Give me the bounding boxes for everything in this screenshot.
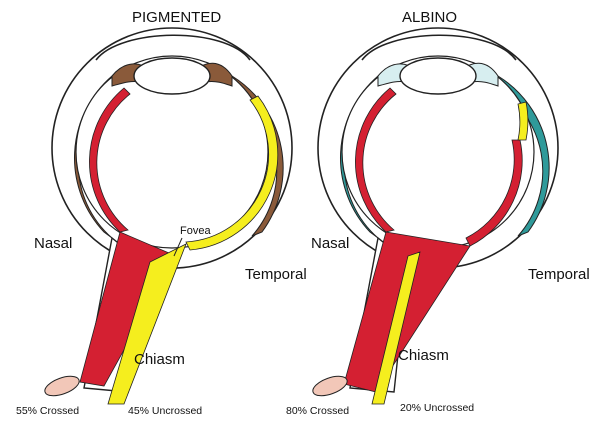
fovea-label: Fovea (180, 225, 211, 237)
pigmented-eye (44, 27, 293, 405)
temporal-retina-uncrossed-albino (517, 101, 529, 141)
albino-uncrossed-label: 20% Uncrossed (400, 402, 475, 414)
optic-nerve-uncrossed (107, 243, 187, 405)
albino-temporal-label: Temporal (528, 266, 590, 283)
albino-chiasm-label: Chiasm (398, 347, 449, 364)
fovea-pointer (173, 237, 183, 257)
pigmented-crossed-label: 55% Crossed (16, 405, 80, 417)
pigmented-chiasm-label: Chiasm (134, 351, 185, 368)
pigmented-nasal-label: Nasal (34, 235, 73, 252)
nasal-retina-crossed (89, 87, 131, 233)
albino-crossed-label: 80% Crossed (286, 405, 350, 417)
optic-nerve-uncrossed-albino (371, 251, 421, 405)
optic-nerve-crossed-albino (343, 231, 471, 393)
albino-nasal-label: Nasal (311, 235, 350, 252)
albino-title: ALBINO (402, 9, 458, 26)
lens-albino (399, 57, 477, 95)
temporal-retina-crossed-albino (465, 139, 523, 247)
cornea (95, 34, 251, 61)
nasal-retina-crossed-albino (355, 87, 397, 233)
crossed-cut-end (44, 375, 80, 397)
albino-eye (312, 27, 559, 405)
pigmented-title: PIGMENTED (132, 9, 222, 26)
retina-inner (75, 55, 269, 249)
pigmented-uncrossed-label: 45% Uncrossed (128, 405, 203, 417)
lens (133, 57, 211, 95)
crossed-cut-end-albino (312, 375, 348, 397)
cornea-albino (361, 34, 517, 61)
pigmented-temporal-label: Temporal (245, 266, 307, 283)
temporal-retina-uncrossed (185, 95, 279, 251)
